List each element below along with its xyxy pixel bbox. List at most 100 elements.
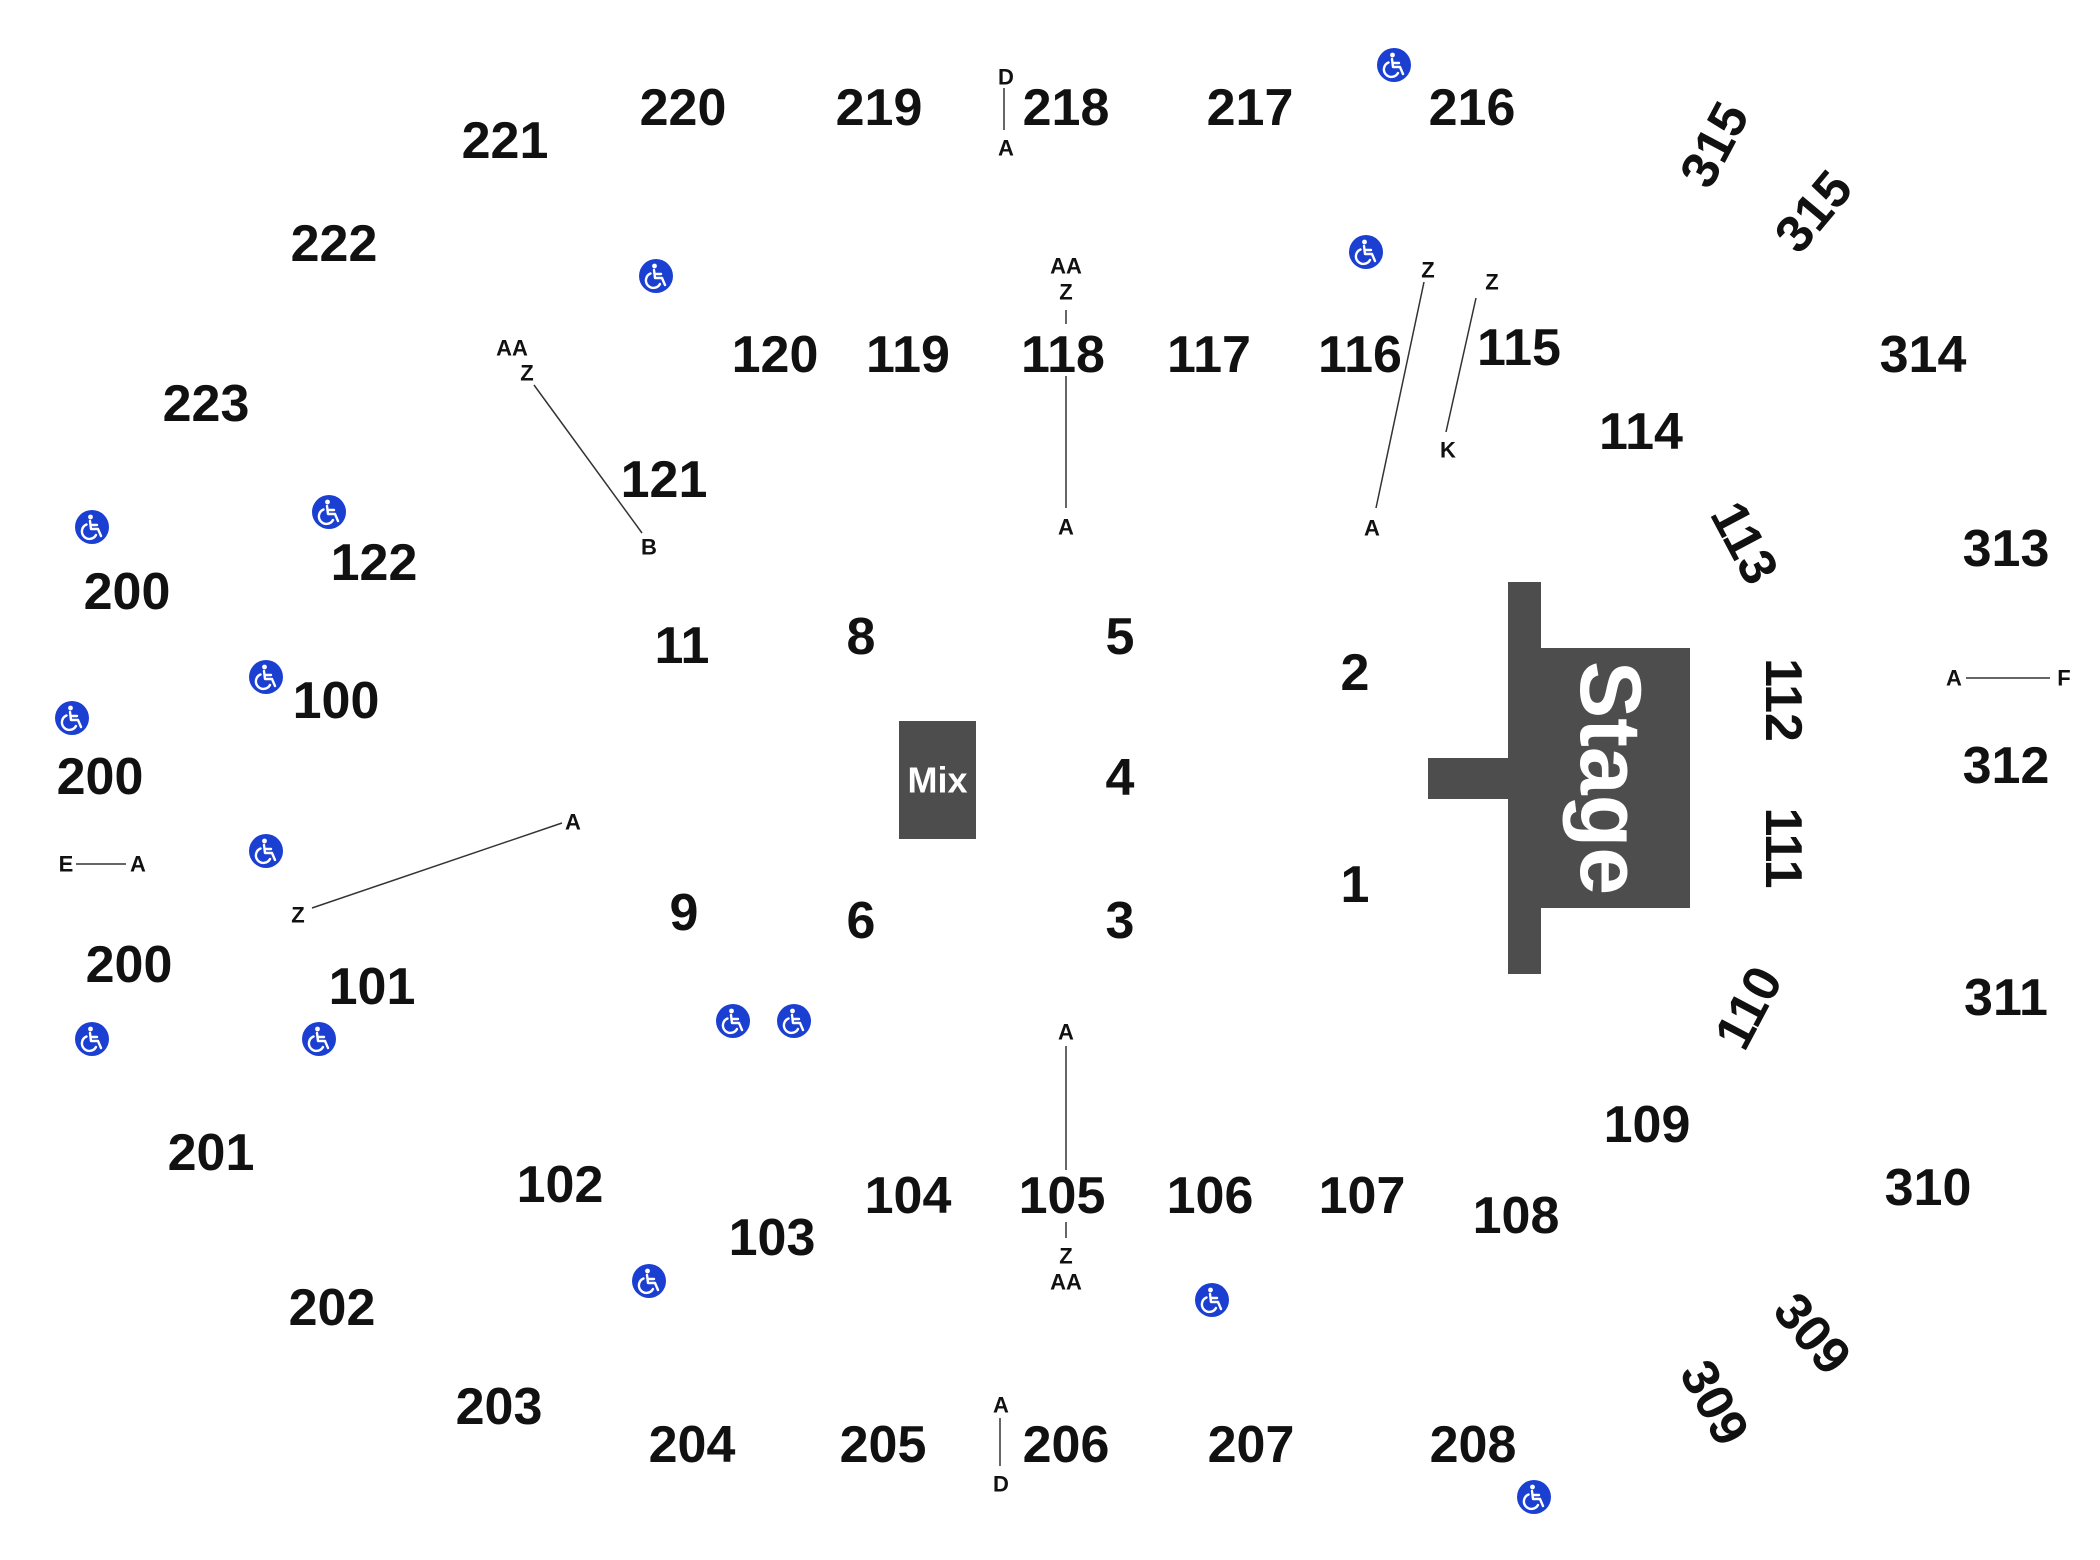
- section-8[interactable]: 8: [847, 608, 876, 666]
- wheelchair-icon[interactable]: [630, 1262, 668, 1300]
- section-221[interactable]: 221: [462, 112, 549, 170]
- wheelchair-icon[interactable]: [1193, 1281, 1231, 1319]
- row-label: D: [998, 65, 1014, 90]
- section-114[interactable]: 114: [1599, 403, 1683, 461]
- row-label: Z: [291, 903, 304, 928]
- row-label: AA: [496, 336, 528, 361]
- section-108[interactable]: 108: [1473, 1187, 1560, 1245]
- wheelchair-icon[interactable]: [73, 508, 111, 546]
- stage-shape: [1428, 582, 1690, 974]
- stage[interactable]: Stage: [1428, 582, 1690, 974]
- wheelchair-icon[interactable]: [637, 257, 675, 295]
- section-120[interactable]: 120: [732, 326, 819, 384]
- section-200-a[interactable]: 200: [84, 563, 171, 621]
- section-309-b[interactable]: 309: [1668, 1351, 1760, 1455]
- section-222[interactable]: 222: [291, 215, 378, 273]
- section-313[interactable]: 313: [1963, 520, 2050, 578]
- section-310[interactable]: 310: [1885, 1159, 1972, 1217]
- row-label: A: [993, 1393, 1009, 1418]
- section-117[interactable]: 117: [1167, 326, 1251, 384]
- row-label: A: [1946, 666, 1962, 691]
- section-217[interactable]: 217: [1207, 79, 1294, 137]
- section-11[interactable]: 11: [655, 617, 710, 675]
- section-104[interactable]: 104: [865, 1167, 952, 1225]
- section-315-a[interactable]: 315: [1669, 93, 1761, 197]
- wheelchair-icon[interactable]: [714, 1002, 752, 1040]
- section-112[interactable]: 112: [1754, 658, 1812, 742]
- row-label: A: [565, 810, 581, 835]
- section-122[interactable]: 122: [331, 534, 418, 592]
- section-200-b[interactable]: 200: [57, 748, 144, 806]
- row-label: AA: [1050, 254, 1082, 279]
- section-200-c[interactable]: 200: [86, 936, 173, 994]
- section-103[interactable]: 103: [729, 1209, 816, 1267]
- section-1[interactable]: 1: [1341, 856, 1370, 914]
- section-4[interactable]: 4: [1106, 749, 1135, 807]
- row-label: A: [130, 852, 146, 877]
- wheelchair-icon[interactable]: [247, 832, 285, 870]
- row-label: K: [1440, 438, 1456, 463]
- section-201[interactable]: 201: [168, 1124, 255, 1182]
- section-208[interactable]: 208: [1430, 1416, 1517, 1474]
- section-113[interactable]: 113: [1699, 492, 1790, 593]
- mix-position[interactable]: Mix: [899, 721, 976, 839]
- section-106[interactable]: 106: [1167, 1167, 1254, 1225]
- section-311[interactable]: 311: [1964, 969, 2048, 1027]
- section-204[interactable]: 204: [649, 1416, 736, 1474]
- section-202[interactable]: 202: [289, 1279, 376, 1337]
- section-115[interactable]: 115: [1477, 319, 1561, 377]
- row-label: Z: [1059, 1244, 1072, 1269]
- section-118[interactable]: 118: [1021, 326, 1105, 384]
- section-216[interactable]: 216: [1429, 79, 1516, 137]
- wheelchair-icon[interactable]: [1347, 233, 1385, 271]
- section-107[interactable]: 107: [1319, 1167, 1406, 1225]
- section-105[interactable]: 105: [1019, 1167, 1106, 1225]
- section-102[interactable]: 102: [517, 1156, 604, 1214]
- wheelchair-icon[interactable]: [1375, 46, 1413, 84]
- wheelchair-icon[interactable]: [73, 1020, 111, 1058]
- section-116[interactable]: 116: [1318, 326, 1402, 384]
- row-label: AA: [1050, 1270, 1082, 1295]
- section-101[interactable]: 101: [329, 958, 416, 1016]
- section-2[interactable]: 2: [1341, 644, 1370, 702]
- wheelchair-icon[interactable]: [247, 658, 285, 696]
- wheelchair-icon[interactable]: [53, 699, 91, 737]
- row-label: Z: [1485, 270, 1498, 295]
- section-9[interactable]: 9: [670, 884, 699, 942]
- section-110[interactable]: 110: [1704, 957, 1795, 1058]
- wheelchair-icon[interactable]: [775, 1002, 813, 1040]
- section-6[interactable]: 6: [847, 892, 876, 950]
- row-label: Z: [1059, 280, 1072, 305]
- section-218[interactable]: 218: [1023, 79, 1110, 137]
- section-111[interactable]: 111: [1754, 807, 1812, 888]
- mix-label: Mix: [907, 760, 967, 801]
- row-line-121: [533, 384, 643, 534]
- section-220[interactable]: 220: [640, 79, 727, 137]
- section-219[interactable]: 219: [836, 79, 923, 137]
- section-3[interactable]: 3: [1106, 892, 1135, 950]
- mix-box: [899, 721, 976, 839]
- row-labels: D A AA Z AA Z Z Z K A A B A F E A A Z A …: [59, 65, 2071, 1497]
- accessible-seating: [53, 46, 1553, 1516]
- section-100[interactable]: 100: [293, 672, 380, 730]
- row-label: A: [1058, 1020, 1074, 1045]
- row-line-101: [311, 822, 563, 909]
- section-109[interactable]: 109: [1604, 1096, 1691, 1154]
- section-205[interactable]: 205: [840, 1416, 927, 1474]
- wheelchair-icon[interactable]: [300, 1020, 338, 1058]
- section-314[interactable]: 314: [1880, 326, 1967, 384]
- section-5[interactable]: 5: [1106, 608, 1135, 666]
- section-121[interactable]: 121: [621, 451, 708, 509]
- section-207[interactable]: 207: [1208, 1416, 1295, 1474]
- section-119[interactable]: 119: [866, 326, 950, 384]
- wheelchair-icon[interactable]: [1515, 1478, 1553, 1516]
- wheelchair-icon[interactable]: [310, 493, 348, 531]
- section-206[interactable]: 206: [1023, 1416, 1110, 1474]
- stage-label: Stage: [1562, 661, 1658, 895]
- section-223[interactable]: 223: [163, 375, 250, 433]
- row-label: Z: [520, 361, 533, 386]
- section-309-a[interactable]: 309: [1762, 1282, 1862, 1386]
- section-312[interactable]: 312: [1963, 737, 2050, 795]
- section-315-b[interactable]: 315: [1764, 160, 1864, 264]
- section-203[interactable]: 203: [456, 1378, 543, 1436]
